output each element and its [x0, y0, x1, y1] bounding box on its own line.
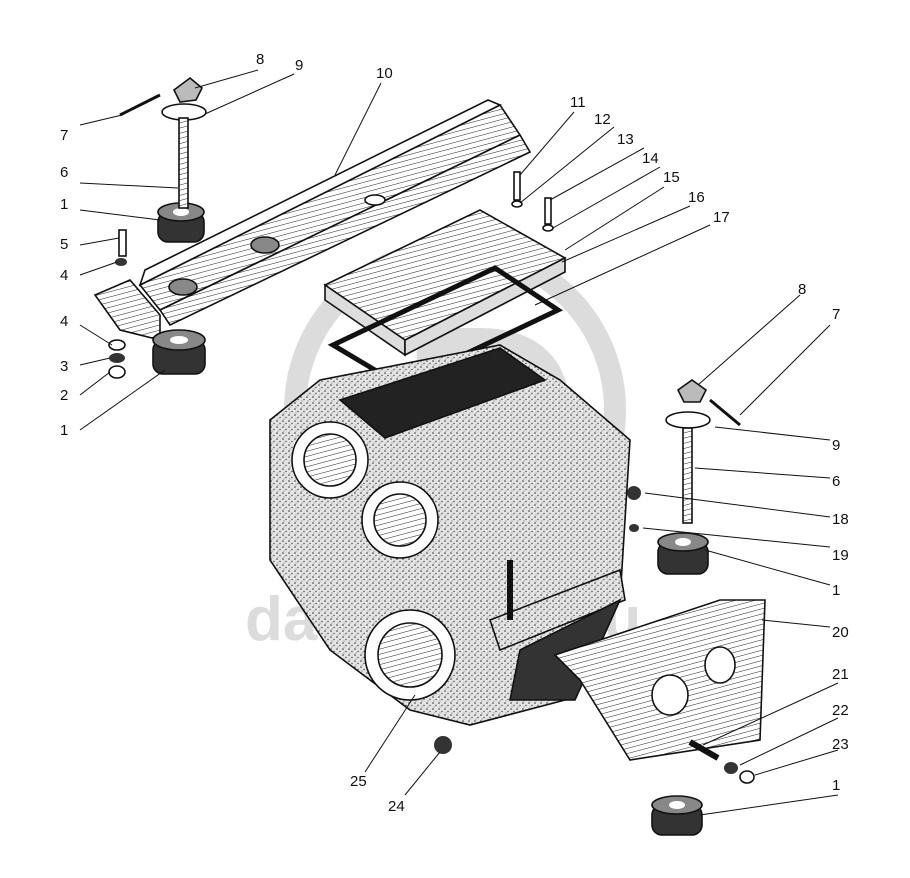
- label-6-right: 6: [832, 473, 841, 490]
- washer-4a: [115, 258, 127, 266]
- label-20: 20: [832, 624, 849, 641]
- label-1-right: 1: [832, 582, 841, 599]
- label-24: 24: [388, 798, 405, 815]
- bolt-21: [688, 739, 720, 761]
- label-7-right: 7: [832, 306, 841, 323]
- label-9-left: 9: [295, 57, 304, 74]
- washer-14: [542, 224, 554, 232]
- rubber-pad-3: [657, 532, 709, 575]
- label-21: 21: [832, 666, 849, 683]
- washer-19: [629, 524, 639, 532]
- cotter-pin-right: [709, 398, 741, 427]
- side-bracket: [553, 599, 766, 761]
- nut-23: [739, 770, 755, 784]
- label-8-right: 8: [798, 281, 807, 298]
- label-22: 22: [832, 702, 849, 719]
- bolt-11: [513, 171, 521, 201]
- gearbox-housing: [269, 344, 631, 726]
- beam-bracket: [93, 279, 161, 342]
- label-9-right: 9: [832, 437, 841, 454]
- label-5: 5: [60, 236, 69, 253]
- cotter-pin-left: [119, 93, 161, 117]
- label-16: 16: [688, 189, 705, 206]
- top-cover: [323, 209, 567, 357]
- label-18: 18: [832, 511, 849, 528]
- label-1-bottom: 1: [832, 777, 841, 794]
- bolt-right: [665, 379, 711, 524]
- bolt-left: [161, 76, 207, 209]
- label-19: 19: [832, 547, 849, 564]
- drain-plug-24: [434, 736, 452, 754]
- label-25: 25: [350, 773, 367, 790]
- label-7-left: 7: [60, 127, 69, 144]
- label-10: 10: [376, 65, 393, 82]
- label-1-mid-left: 1: [60, 422, 69, 439]
- bolt-13: [544, 197, 552, 225]
- leader-lines: [79, 69, 839, 816]
- label-17: 17: [713, 209, 730, 226]
- label-3: 3: [60, 358, 69, 375]
- label-23: 23: [832, 736, 849, 753]
- label-4-lower: 4: [60, 313, 69, 330]
- label-8-left: 8: [256, 51, 265, 68]
- rubber-pad-2: [152, 329, 206, 375]
- label-12: 12: [594, 111, 611, 128]
- label-1-top-left: 1: [60, 196, 69, 213]
- label-14: 14: [642, 150, 659, 167]
- bolt-5: [118, 229, 127, 257]
- rubber-pad-4: [651, 795, 703, 836]
- washer-12: [511, 200, 523, 208]
- nut-2: [108, 365, 126, 379]
- washer-4b: [108, 339, 126, 351]
- longitudinal-beam: [138, 99, 532, 327]
- rubber-pad-1: [157, 202, 205, 243]
- label-11: 11: [570, 94, 586, 111]
- label-6-left: 6: [60, 164, 69, 181]
- washer-22: [724, 762, 738, 774]
- label-2: 2: [60, 387, 69, 404]
- washer-3: [109, 353, 125, 363]
- label-13: 13: [617, 131, 634, 148]
- label-4-upper: 4: [60, 267, 69, 284]
- nut-18: [627, 486, 641, 500]
- label-15: 15: [663, 169, 680, 186]
